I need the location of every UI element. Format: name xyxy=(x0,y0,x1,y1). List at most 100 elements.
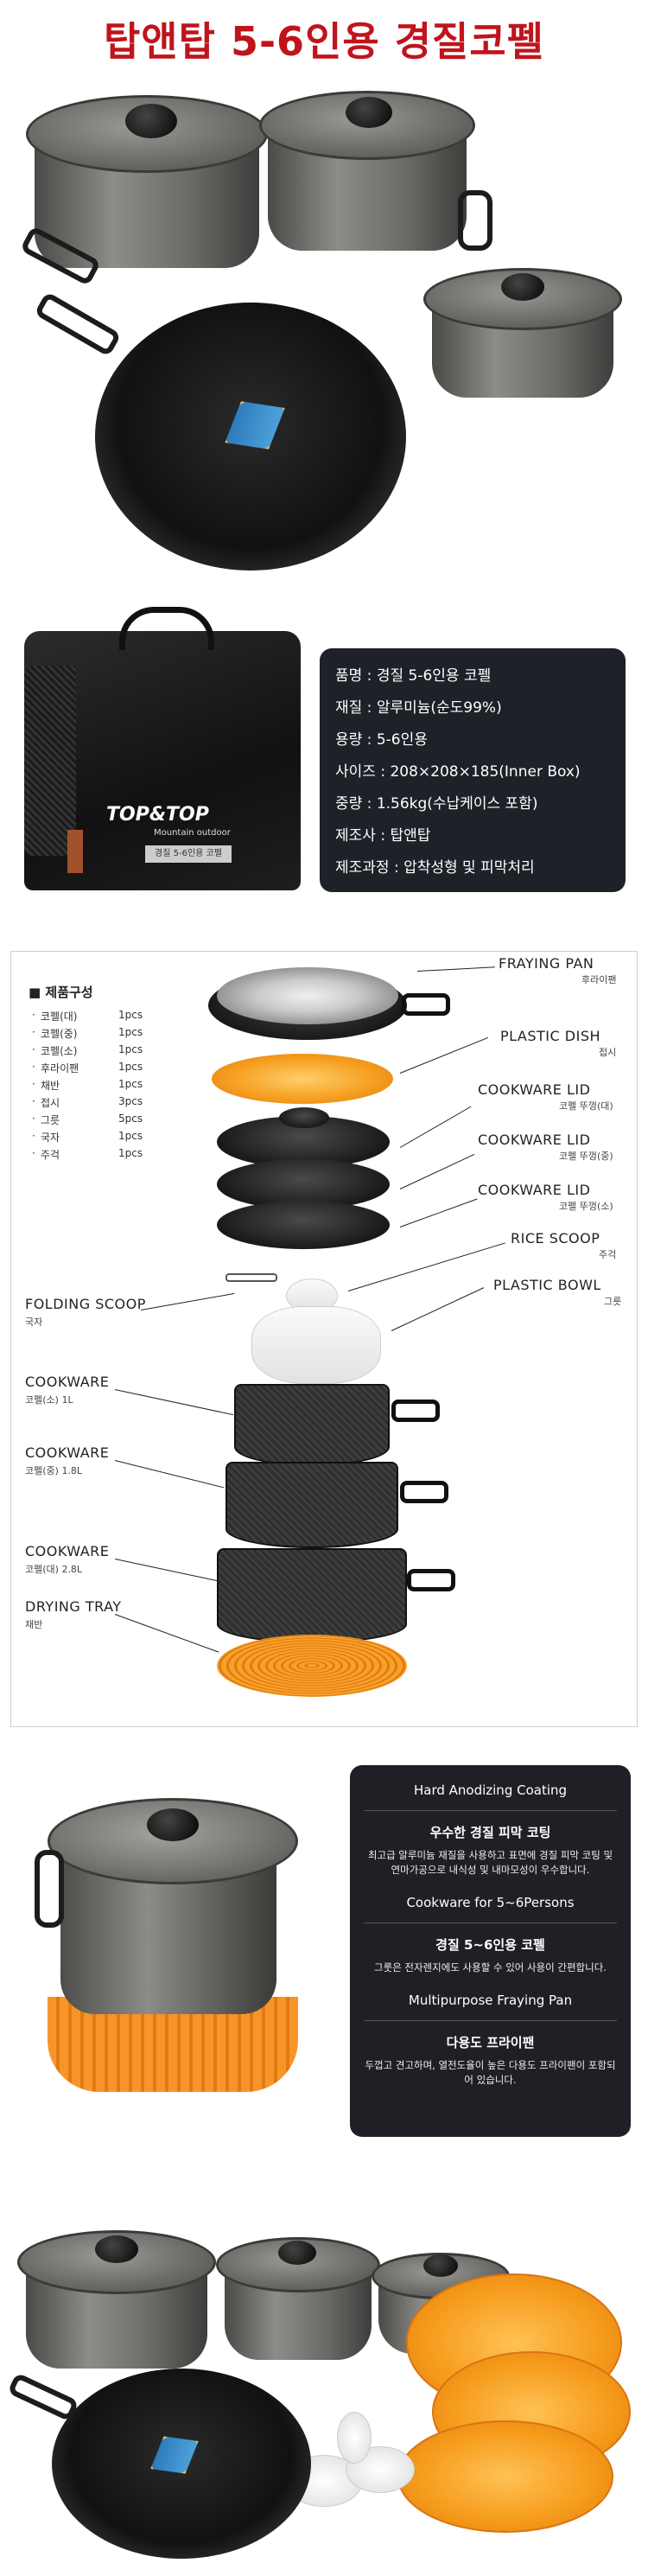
page-title: 탑앤탑 5-6인용 경질코펠 xyxy=(103,18,544,65)
plastic-dish-part xyxy=(212,1054,393,1104)
list-item: ·코펠(대)1pcs xyxy=(32,1009,143,1023)
frying-pan-surface xyxy=(217,967,398,1024)
cookware-large-handle xyxy=(407,1569,455,1591)
spec-capacity: 용량 : 5-6인용 xyxy=(335,731,428,749)
callout-cookware-small-sub: 코펠(소) 1L xyxy=(25,1394,73,1406)
diagram-frame: ■ 제품구성 ·코펠(대)1pcs ·코펠(중)1pcs ·코펠(소)1pcs … xyxy=(10,951,638,1727)
cookware-large-part xyxy=(217,1548,407,1643)
components-diagram-section: ■ 제품구성 ·코펠(대)1pcs ·코펠(중)1pcs ·코펠(소)1pcs … xyxy=(0,951,648,1738)
callout-cookware-medium-title: COOKWARE xyxy=(25,1444,110,1461)
callout-line xyxy=(416,966,495,972)
plastic-dish-photo xyxy=(397,2420,613,2533)
callout-lid-medium-title: COOKWARE LID xyxy=(478,1132,591,1148)
divider xyxy=(364,1810,617,1811)
callout-line xyxy=(391,1287,485,1331)
callout-lid-large-title: COOKWARE LID xyxy=(478,1081,591,1098)
medium-pot-photo xyxy=(259,69,492,268)
callout-cookware-small-title: COOKWARE xyxy=(25,1374,110,1390)
spec-weight: 중량 : 1.56kg(수납케이스 포함) xyxy=(335,795,538,813)
callout-line xyxy=(114,1559,219,1582)
feature-pan-text: 두껍고 견고하며, 열전도율이 높은 다용도 프라이팬이 포함되어 있습니다. xyxy=(365,2059,616,2086)
folding-scoop-part xyxy=(226,1273,277,1282)
feature-coating-text: 최고급 알루미늄 재질을 사용하고 표면에 경질 피막 코팅 및 연마가공으로 … xyxy=(367,1849,613,1876)
callout-line xyxy=(399,1036,489,1074)
callout-cookware-large-sub: 코펠(대) 2.8L xyxy=(25,1564,83,1575)
plastic-bowl-part xyxy=(251,1306,381,1384)
cookware-medium-part xyxy=(226,1462,398,1548)
callout-cookware-large-title: COOKWARE xyxy=(25,1543,110,1559)
small-pot-photo xyxy=(423,251,631,424)
lid-small-part xyxy=(217,1201,390,1249)
callout-lid-large-sub: 코펠 뚜껑(대) xyxy=(559,1100,613,1112)
frying-pan-photo xyxy=(52,2369,311,2559)
feature-pan-subtitle: 다용도 프라이팬 xyxy=(446,2035,535,2050)
feature-persons-subtitle: 경질 5~6인용 코펠 xyxy=(435,1937,545,1953)
brand-logo-badge xyxy=(211,384,298,466)
frying-pan-handle-part xyxy=(402,993,450,1016)
large-pot-photo xyxy=(19,78,276,303)
feature-pan-title: Multipurpose Fraying Pan xyxy=(408,1993,573,2008)
spec-material: 재질 : 알루미늄(순도99%) xyxy=(335,699,502,717)
callout-line xyxy=(347,1242,505,1291)
callout-line xyxy=(114,1614,219,1653)
cookware-small-part xyxy=(234,1384,390,1466)
spec-section: TOP&TOP Mountain outdoor 경질 5-6인용 코펠 품명 … xyxy=(0,596,648,951)
large-pot-photo xyxy=(17,2213,225,2386)
full-set-section xyxy=(0,2161,648,2576)
storage-bag-photo: TOP&TOP Mountain outdoor 경질 5-6인용 코펠 xyxy=(24,607,301,890)
callout-plastic-dish-sub: 접시 xyxy=(599,1047,617,1058)
spec-manufacturer: 제조사 : 탑앤탑 xyxy=(335,827,431,845)
hero-section: 탑앤탑 5-6인용 경질코펠 xyxy=(0,0,648,596)
drying-tray-part xyxy=(217,1635,407,1697)
spec-product-name: 품명 : 경질 5-6인용 코펠 xyxy=(335,667,492,685)
spec-size: 사이즈 : 208×208×185(Inner Box) xyxy=(335,763,581,781)
callout-plastic-bowl-title: PLASTIC BOWL xyxy=(493,1277,601,1293)
callout-line xyxy=(399,1198,478,1227)
spec-box: 품명 : 경질 5-6인용 코펠 재질 : 알루미늄(순도99%) 용량 : 5… xyxy=(320,648,626,892)
bag-logo: TOP&TOP xyxy=(106,804,209,826)
callout-rice-scoop-sub: 주걱 xyxy=(599,1249,617,1260)
rice-scoop-photo xyxy=(337,2412,372,2464)
frying-pan-photo xyxy=(95,303,406,571)
big-pot-knob xyxy=(147,1808,199,1841)
callout-cookware-medium-sub: 코펠(중) 1.8L xyxy=(25,1465,83,1476)
divider xyxy=(364,2020,617,2021)
callout-rice-scoop-title: RICE SCOOP xyxy=(511,1230,600,1247)
bag-label: 경질 5-6인용 코펠 xyxy=(145,845,232,863)
callout-lid-small-sub: 코펠 뚜껑(소) xyxy=(559,1201,613,1212)
callout-plastic-dish-title: PLASTIC DISH xyxy=(500,1028,601,1044)
callout-drying-tray-sub: 채반 xyxy=(25,1619,43,1630)
feature-section: Hard Anodizing Coating 우수한 경질 피막 코팅 최고급 … xyxy=(0,1738,648,2161)
bag-handle xyxy=(119,607,214,650)
cookware-small-handle xyxy=(391,1400,440,1422)
callout-drying-tray-title: DRYING TRAY xyxy=(25,1598,122,1615)
lid-knob xyxy=(279,1107,329,1128)
callout-folding-scoop-sub: 국자 xyxy=(25,1317,43,1328)
divider xyxy=(364,1922,617,1923)
callout-plastic-bowl-sub: 그릇 xyxy=(604,1296,622,1307)
medium-pot-photo xyxy=(216,2222,389,2377)
feature-coating-subtitle: 우수한 경질 피막 코팅 xyxy=(429,1825,551,1840)
feature-panel: Hard Anodizing Coating 우수한 경질 피막 코팅 최고급 … xyxy=(350,1765,631,2137)
bag-logo-sub: Mountain outdoor xyxy=(154,828,231,838)
big-pot-handle xyxy=(35,1850,64,1928)
callout-line xyxy=(140,1292,235,1310)
callout-line xyxy=(399,1106,472,1148)
callout-line xyxy=(399,1153,475,1189)
components-title: ■ 제품구성 xyxy=(29,985,93,1000)
bag-tag xyxy=(67,830,83,873)
list-item: ·코펠(소)1pcs xyxy=(32,1043,143,1057)
cookware-medium-handle xyxy=(400,1481,448,1503)
feature-persons-text: 그룻은 전자렌지에도 사용할 수 있어 사용이 간편합니다. xyxy=(374,1961,607,1973)
callout-line xyxy=(114,1389,234,1416)
bag-mesh-pocket xyxy=(24,666,76,856)
list-item: ·코펠(중)1pcs xyxy=(32,1026,143,1040)
callout-folding-scoop-title: FOLDING SCOOP xyxy=(25,1296,146,1312)
callout-lid-small-title: COOKWARE LID xyxy=(478,1182,591,1198)
